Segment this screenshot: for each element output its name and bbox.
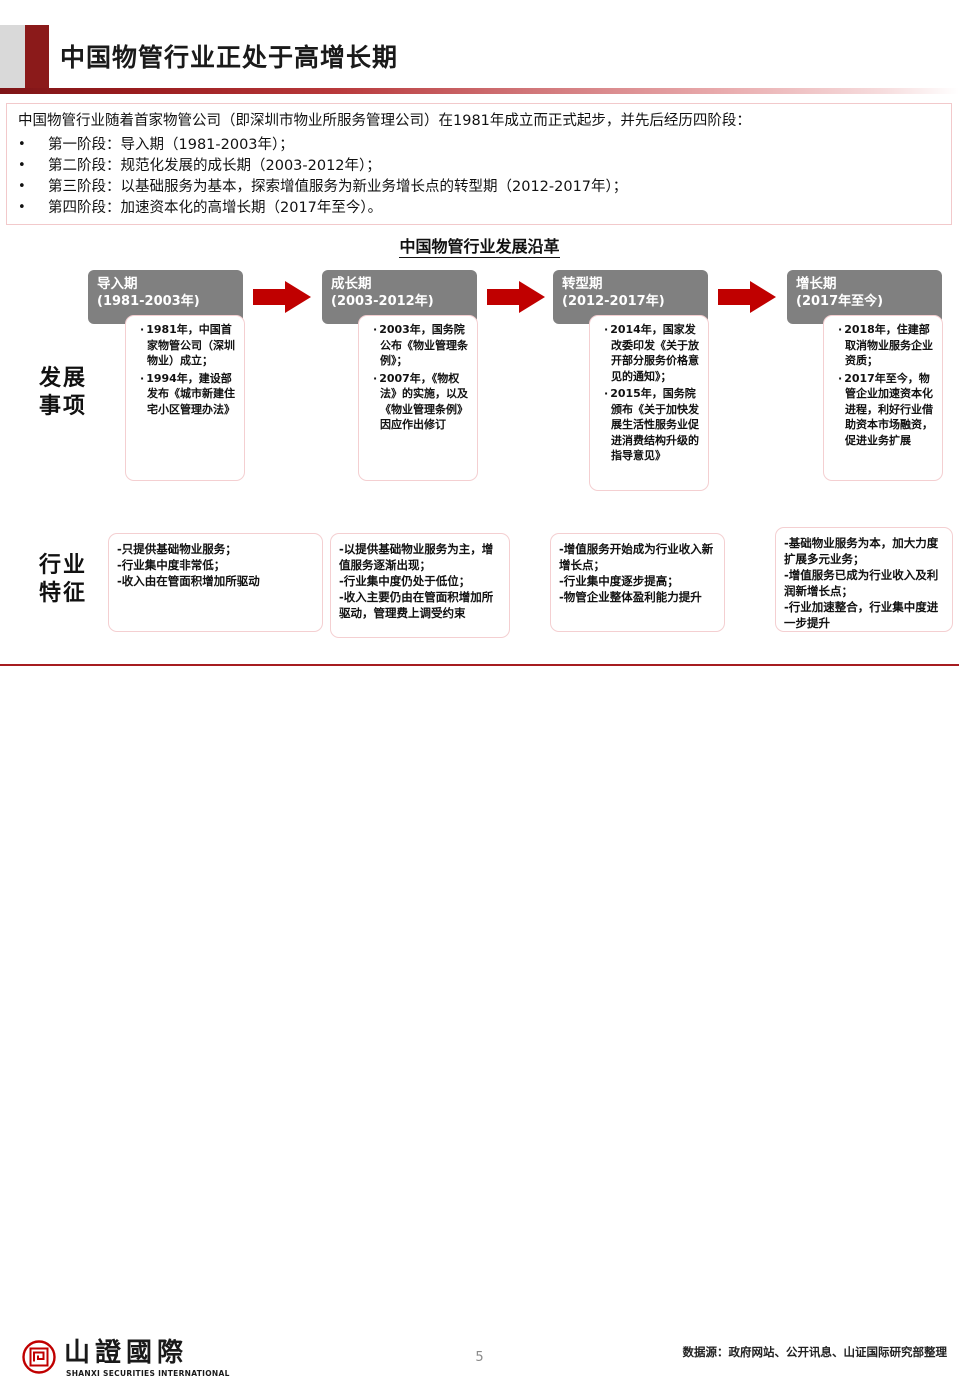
slide-title-bar: 中国物管行业正处于高增长期 [0, 25, 959, 88]
feature-box-3: -增值服务开始成为行业收入新增长点； -行业集中度逐步提高； -物管企业整体盈利… [550, 533, 725, 632]
arrow-right-icon-1 [253, 281, 311, 313]
row-label-line: 特征 [38, 581, 87, 606]
stage-years: (1981-2003年) [97, 294, 200, 309]
feature-text: -以提供基础物业服务为主，增值服务逐渐出现； -行业集中度仍处于低位； -收入主… [339, 542, 494, 620]
intro-panel: 中国物管行业随着首家物管公司（即深圳市物业所服务管理公司）在1981年成立而正式… [6, 103, 952, 225]
event-item: 2007年，《物权法》的实施，以及《物业管理条例》因应作出修订 [373, 371, 471, 433]
title-accent-bar [25, 25, 49, 88]
row-label-line: 行业 [38, 553, 87, 578]
feature-text: -基础物业服务为本，加大力度扩展多元业务； -增值服务已成为行业收入及利润新增长… [784, 536, 939, 630]
event-item: 2017年至今，物管企业加速资本化进程，利好行业借助资本市场融资，促进业务扩展 [838, 371, 936, 449]
intro-bullet-2: •第二阶段：规范化发展的成长期（2003-2012年）； [18, 158, 381, 174]
stage-name: 成长期 [331, 276, 372, 292]
intro-lead-text: 中国物管行业随着首家物管公司（即深圳市物业所服务管理公司）在1981年成立而正式… [18, 113, 751, 129]
event-box-1: 1981年，中国首家物管公司（深圳物业）成立； 1994年，建设部发布《城市新建… [125, 315, 245, 481]
diagram-title: 中国物管行业发展沿革 [399, 237, 560, 258]
row-label-line: 事项 [38, 394, 87, 419]
stage-name: 转型期 [562, 276, 603, 292]
arrow-right-icon-3 [718, 281, 776, 313]
event-item: 2003年，国务院公布《物业管理条例》； [373, 322, 471, 369]
feature-text: -只提供基础物业服务； -行业集中度非常低； -收入由在管面积增加所驱动 [117, 542, 260, 588]
event-item: 1994年，建设部发布《城市新建住宅小区管理办法》 [140, 371, 238, 418]
event-item: 2015年，国务院颁布《关于加快发展生活性服务业促进消费结构升级的指导意见》 [604, 386, 702, 464]
stage-years: (2012-2017年) [562, 294, 665, 309]
event-item: 2018年，住建部取消物业服务企业资质； [838, 322, 936, 369]
stage-years: (2017年至今) [796, 294, 884, 309]
feature-text: -增值服务开始成为行业收入新增长点； -行业集中度逐步提高； -物管企业整体盈利… [559, 542, 714, 604]
intro-bullet-3: •第三阶段：以基础服务为基本，探索增值服务为新业务增长点的转型期（2012-20… [18, 179, 628, 195]
title-gradient-rule [0, 88, 959, 94]
page-title: 中国物管行业正处于高增长期 [60, 43, 399, 72]
event-item: 2014年，国家发改委印发《关于放开部分服务价格意见的通知》； [604, 322, 702, 384]
stage-name: 增长期 [796, 276, 837, 292]
event-box-4: 2018年，住建部取消物业服务企业资质； 2017年至今，物管企业加速资本化进程… [823, 315, 943, 481]
row-label-features: 行业 特征 [18, 552, 108, 608]
stage-name: 导入期 [97, 276, 138, 292]
feature-box-1: -只提供基础物业服务； -行业集中度非常低； -收入由在管面积增加所驱动 [108, 533, 323, 632]
intro-bullet-4: •第四阶段：加速资本化的高增长期（2017年至今）。 [18, 200, 383, 216]
intro-bullet-1: •第一阶段：导入期（1981-2003年）； [18, 137, 294, 153]
row-label-development: 发展 事项 [18, 365, 108, 421]
source-note: 数据源：政府网站、公开讯息、山证国际研究部整理 [682, 1345, 948, 1359]
row-label-line: 发展 [38, 366, 87, 391]
title-gray-strip [0, 25, 25, 88]
logo-english-name: SHANXI SECURITIES INTERNATIONAL [66, 1369, 230, 1378]
feature-box-4: -基础物业服务为本，加大力度扩展多元业务； -增值服务已成为行业收入及利润新增长… [775, 527, 953, 632]
arrow-right-icon-2 [487, 281, 545, 313]
event-box-2: 2003年，国务院公布《物业管理条例》； 2007年，《物权法》的实施，以及《物… [358, 315, 478, 481]
feature-box-2: -以提供基础物业服务为主，增值服务逐渐出现； -行业集中度仍处于低位； -收入主… [330, 533, 510, 638]
event-box-3: 2014年，国家发改委印发《关于放开部分服务价格意见的通知》； 2015年，国务… [589, 315, 709, 491]
event-item: 1981年，中国首家物管公司（深圳物业）成立； [140, 322, 238, 369]
footer-rule [0, 664, 959, 666]
stage-years: (2003-2012年) [331, 294, 434, 309]
footer: 山證國際 SHANXI SECURITIES INTERNATIONAL 5 数… [0, 666, 959, 1378]
